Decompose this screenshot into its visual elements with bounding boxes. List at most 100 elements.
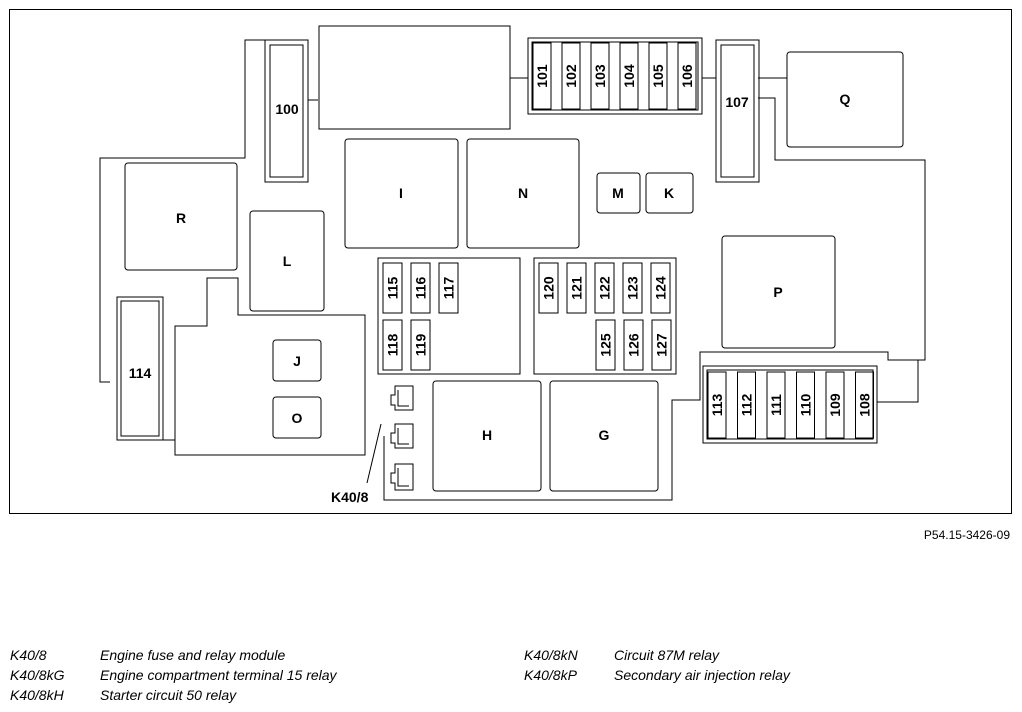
fuse-100: 100	[264, 39, 309, 183]
fuse-123-label: 123	[625, 276, 641, 300]
module-outline	[99, 39, 926, 501]
fuse-strip-bottom-right: 113 112 111 110 109 108	[702, 365, 878, 444]
fuse-116-label: 116	[413, 276, 429, 299]
fuse-103-label: 103	[592, 64, 608, 88]
fuse-111-label: 111	[768, 394, 784, 416]
fuse-121-label: 121	[569, 276, 585, 300]
legend-code: K40/8	[10, 647, 47, 663]
relay-K: K	[645, 172, 694, 214]
relay-P: P	[721, 235, 836, 349]
legend-code: K40/8kG	[10, 667, 65, 683]
legend-description: Engine fuse and relay module	[100, 647, 286, 663]
fuse-106: 106	[677, 42, 697, 110]
module-callout-line	[366, 423, 382, 484]
relay-O: O	[272, 396, 322, 439]
legend-description: Secondary air injection relay	[614, 667, 790, 683]
svg-text:H: H	[482, 427, 492, 443]
fuse-block-mid-left: 115 116 117 118 119	[377, 257, 521, 375]
svg-text:J: J	[293, 353, 301, 369]
fuse-109-label: 109	[827, 393, 843, 417]
module-label: K40/8	[331, 489, 369, 505]
fuse-118-label: 118	[385, 333, 401, 356]
fuse-119-label: 119	[413, 333, 429, 356]
fuse-119: 119	[410, 319, 431, 371]
fuse-115: 115	[382, 262, 403, 314]
fuse-103: 103	[590, 42, 610, 110]
fuse-102: 102	[561, 42, 581, 110]
fuse-123: 123	[622, 262, 643, 314]
svg-text:Q: Q	[840, 91, 851, 107]
svg-text:R: R	[176, 210, 186, 226]
svg-text:114: 114	[129, 365, 152, 381]
relay-H: H	[432, 380, 542, 492]
fuse-block-mid-right: 120 121 122 123 124 125 126 127	[533, 257, 677, 375]
fuse-113: 113	[707, 371, 727, 439]
fuse-121: 121	[566, 262, 587, 314]
fuse-122: 122	[594, 262, 615, 314]
fuse-104: 104	[619, 42, 639, 110]
svg-text:107: 107	[725, 94, 749, 110]
svg-text:O: O	[292, 410, 303, 426]
fuse-118: 118	[382, 319, 403, 371]
svg-text:G: G	[599, 427, 610, 443]
relay-M: M	[596, 172, 641, 214]
fuse-106-label: 106	[679, 64, 695, 88]
relay-L: L	[249, 210, 325, 312]
fuse-101: 101	[532, 42, 552, 110]
fuse-114: 114	[116, 296, 164, 441]
fuse-105-label: 105	[650, 64, 666, 88]
legend-code: K40/8kN	[524, 647, 578, 663]
top-connector-block	[318, 25, 511, 130]
legend-description: Engine compartment terminal 15 relay	[100, 667, 337, 683]
fuse-122-label: 122	[597, 276, 613, 300]
fuse-126-label: 126	[626, 333, 642, 357]
fuse-120-label: 120	[541, 276, 557, 300]
legend-code: K40/8kP	[524, 667, 577, 683]
fuse-104-label: 104	[621, 64, 637, 88]
svg-text:M: M	[612, 185, 624, 201]
fuse-125: 125	[595, 319, 616, 371]
svg-text:I: I	[399, 185, 403, 201]
fuse-117-label: 117	[441, 276, 457, 299]
fuse-127: 127	[651, 319, 672, 371]
fuse-111: 111	[766, 371, 786, 439]
fuse-107: 107	[715, 39, 760, 183]
relay-N: N	[466, 138, 580, 249]
fuse-108: 108	[855, 371, 874, 439]
fuse-117: 117	[438, 262, 459, 314]
relay-Q: Q	[786, 51, 904, 148]
fuse-110: 110	[796, 371, 815, 439]
fuse-125-label: 125	[598, 333, 614, 357]
relay-I: I	[344, 138, 459, 249]
small-connectors	[390, 385, 414, 491]
fuse-124-label: 124	[653, 276, 669, 300]
svg-text:P: P	[773, 284, 782, 300]
legend-description: Starter circuit 50 relay	[100, 687, 237, 703]
fuse-115-label: 115	[385, 276, 401, 299]
svg-text:N: N	[518, 185, 528, 201]
figure-id: P54.15-3426-09	[923, 528, 1010, 542]
fuse-relay-module-diagram: 100 101 102 103 104 105 106 107 Q R L I N	[99, 25, 926, 505]
fuse-112: 112	[737, 371, 756, 439]
diagram-frame	[9, 9, 1012, 514]
fuse-120: 120	[538, 262, 559, 314]
fuse-113-label: 113	[709, 393, 725, 416]
fuse-116: 116	[410, 262, 431, 314]
fuse-102-label: 102	[563, 64, 579, 88]
svg-text:L: L	[283, 253, 292, 269]
relay-R: R	[124, 162, 238, 271]
fuse-109: 109	[825, 371, 845, 439]
fuse-105: 105	[648, 42, 668, 110]
relay-J: J	[272, 339, 322, 382]
fuse-126: 126	[623, 319, 644, 371]
fuse-124: 124	[650, 262, 671, 314]
svg-text:K: K	[664, 185, 674, 201]
svg-text:100: 100	[275, 101, 299, 117]
relay-G: G	[549, 380, 659, 492]
fuse-108-label: 108	[857, 393, 873, 417]
legend-code: K40/8kH	[10, 687, 64, 703]
legend-description: Circuit 87M relay	[614, 647, 720, 663]
fuse-strip-top: 101 102 103 104 105 106	[527, 37, 703, 115]
fuse-112-label: 112	[739, 393, 755, 416]
fuse-101-label: 101	[534, 64, 550, 88]
